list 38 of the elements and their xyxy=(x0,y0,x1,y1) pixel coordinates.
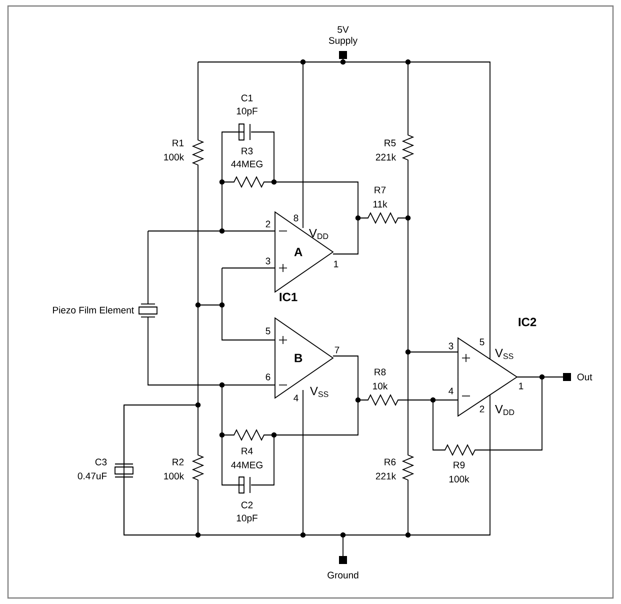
component-label: 221k xyxy=(376,472,396,480)
component-label: 221k xyxy=(376,154,396,160)
component-label: 100k xyxy=(164,154,184,160)
component-label: 44MEG xyxy=(231,462,262,468)
supply-pin-label: V$_{SS}$ xyxy=(310,386,328,398)
component-label: R6 xyxy=(384,458,396,466)
terminal-label: Out xyxy=(577,374,592,380)
pin-number: 4 xyxy=(294,394,298,402)
component-label: 10pF xyxy=(236,108,258,116)
chip-label: IC2 xyxy=(518,318,536,326)
component-label: 44MEG xyxy=(231,160,262,168)
component-label: 100k xyxy=(449,476,470,482)
pin-number: 8 xyxy=(294,214,298,222)
component-label: R9 xyxy=(454,462,465,468)
terminal-label: Ground xyxy=(328,572,358,578)
component-label: R7 xyxy=(374,186,386,194)
component-label: 0.47uF xyxy=(78,472,107,480)
component-label: C2 xyxy=(241,502,253,508)
pin-number: 5 xyxy=(480,338,484,346)
component-label: 10k xyxy=(373,382,388,390)
component-label: R3 xyxy=(242,148,253,154)
component-label: 11k xyxy=(373,200,388,208)
component-label: R5 xyxy=(384,140,396,146)
component-label: Piezo Film Element xyxy=(53,306,134,314)
component-label: R1 xyxy=(172,140,184,146)
supply-pin-label: V$_{DD}$ xyxy=(495,404,514,416)
component-label: 100k xyxy=(164,472,184,480)
component-label: 10pF xyxy=(236,514,258,524)
component-label: R2 xyxy=(172,458,184,466)
supply-pin-label: V$_{DD}$ xyxy=(309,228,328,240)
component-label: R4 xyxy=(242,448,253,454)
terminal-label: 5V Supply xyxy=(328,26,358,46)
component-label: R8 xyxy=(374,368,386,376)
pin-number: 2 xyxy=(480,406,484,412)
supply-pin-label: V$_{SS}$ xyxy=(495,348,514,360)
chip-label: IC1 xyxy=(280,292,298,302)
component-label: C1 xyxy=(241,94,253,102)
component-label: C3 xyxy=(95,458,107,466)
